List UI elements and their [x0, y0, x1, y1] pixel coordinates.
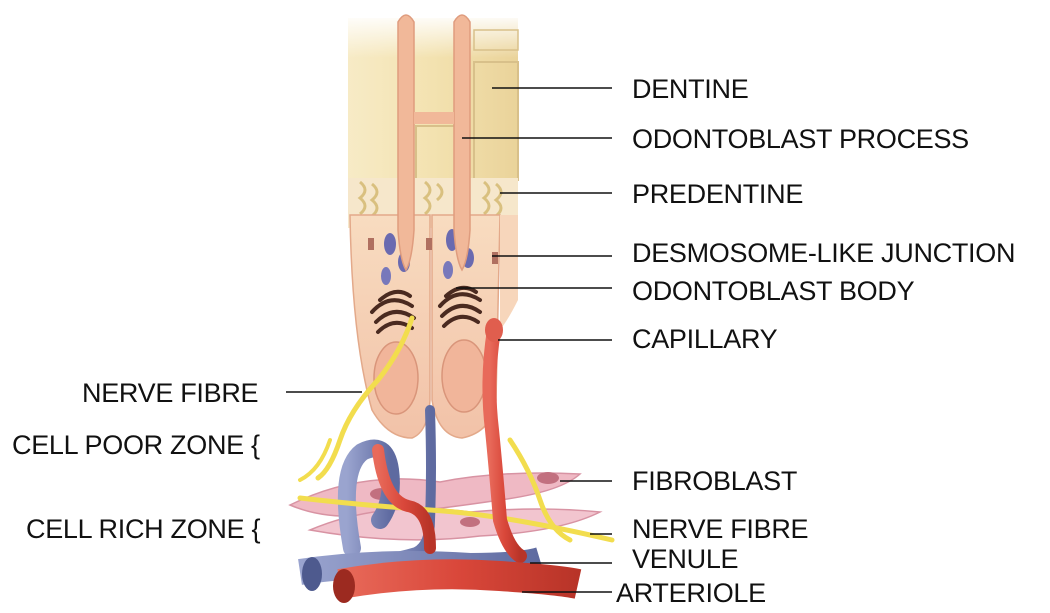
label-odontoblast-body: ODONTOBLAST BODY [632, 278, 914, 305]
label-capillary: CAPILLARY [632, 326, 777, 353]
label-nerve-fibre-left: NERVE FIBRE [82, 380, 258, 407]
label-dentine: DENTINE [632, 76, 748, 103]
label-desmosome-junction: DESMOSOME-LIKE JUNCTION [632, 240, 1015, 267]
label-cell-rich-zone: CELL RICH ZONE { [26, 516, 260, 543]
label-cell-poor-zone: CELL POOR ZONE { [12, 432, 260, 459]
label-fibroblast: FIBROBLAST [632, 468, 797, 495]
label-arteriole: ARTERIOLE [616, 580, 766, 607]
label-predentine: PREDENTINE [632, 181, 803, 208]
label-odontoblast-process: ODONTOBLAST PROCESS [632, 126, 969, 153]
dentine-layer [348, 18, 518, 180]
label-nerve-fibre-right: NERVE FIBRE [632, 516, 808, 543]
label-venule: VENULE [632, 546, 738, 573]
